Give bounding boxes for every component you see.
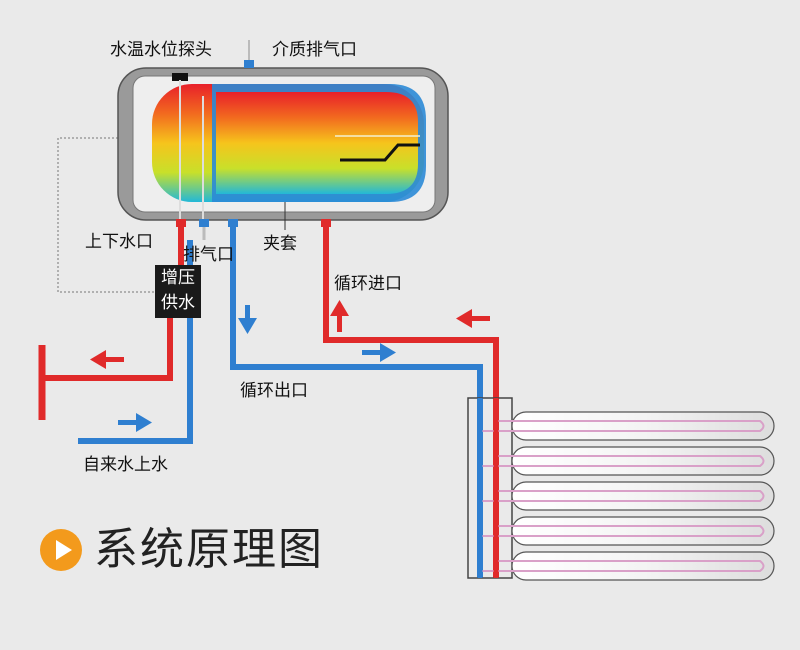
arrow-down-icon	[238, 305, 257, 334]
booster-line1: 增压	[161, 268, 195, 288]
heating-element	[340, 143, 420, 162]
circulation-outlet-label: 循环出口	[240, 381, 308, 401]
hot-supply-pipe-2	[42, 317, 173, 381]
tap-water-pipe	[78, 317, 193, 444]
medium-vent-cap	[244, 60, 254, 68]
booster-supply-box: 增压 供水	[155, 265, 201, 318]
vacuum-tubes	[480, 411, 775, 581]
vacuum-tube	[480, 551, 775, 581]
arrow-right-icon-2	[362, 343, 396, 362]
jacket-label: 夹套	[263, 234, 297, 254]
up-down-port-label: 上下水口	[85, 232, 153, 252]
arrow-up-icon	[330, 300, 349, 332]
page-title: 系统原理图	[94, 524, 324, 575]
medium-vent-label: 介质排气口	[272, 40, 357, 60]
play-icon	[40, 529, 82, 571]
circulation-inlet-label: 循环进口	[334, 274, 402, 294]
port-cap-2	[199, 219, 209, 227]
probe-label: 水温水位探头	[110, 40, 212, 60]
port-cap-1	[176, 219, 186, 227]
control-line	[57, 137, 155, 293]
arrow-left-icon	[90, 350, 124, 369]
vacuum-tube	[480, 481, 775, 511]
vent-label: 排气口	[183, 245, 234, 265]
probe-head	[172, 73, 188, 81]
arrow-right-icon	[118, 413, 152, 432]
port-cap-3	[228, 219, 238, 227]
inner-core	[216, 92, 418, 194]
port-cap-4	[321, 219, 331, 227]
arrow-left-icon-2	[456, 309, 490, 328]
vacuum-tube	[480, 411, 775, 441]
tap-water-label: 自来水上水	[83, 455, 168, 475]
vacuum-tube	[480, 516, 775, 546]
booster-line2: 供水	[161, 293, 195, 313]
vacuum-tube	[480, 446, 775, 476]
title-block: 系统原理图	[40, 528, 324, 572]
manifold-header	[467, 397, 513, 579]
